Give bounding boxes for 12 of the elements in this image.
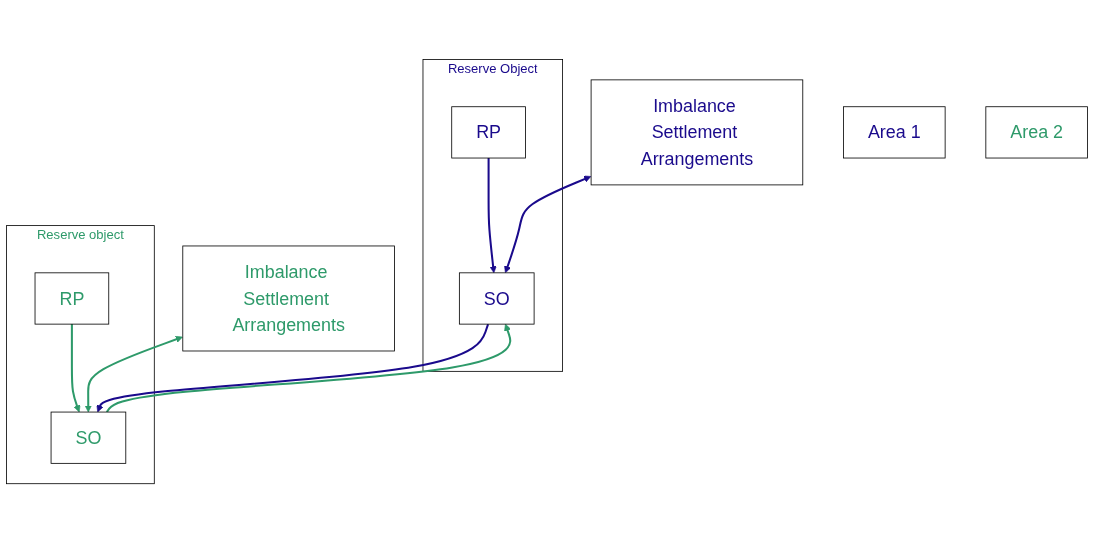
node-box: RP bbox=[34, 272, 110, 325]
node-box: Area 2 bbox=[985, 106, 1088, 159]
arrow bbox=[70, 324, 81, 413]
arrow bbox=[487, 157, 497, 274]
arrow bbox=[84, 335, 183, 413]
node-box: Imbalance Settlement Arrangements bbox=[182, 245, 395, 352]
node-box: SO bbox=[458, 272, 535, 325]
node-box: Imbalance Settlement Arrangements bbox=[590, 79, 804, 186]
arrow bbox=[504, 175, 592, 274]
node-box: SO bbox=[50, 411, 127, 464]
node-box: RP bbox=[451, 106, 526, 159]
node-box: Area 1 bbox=[843, 106, 946, 159]
